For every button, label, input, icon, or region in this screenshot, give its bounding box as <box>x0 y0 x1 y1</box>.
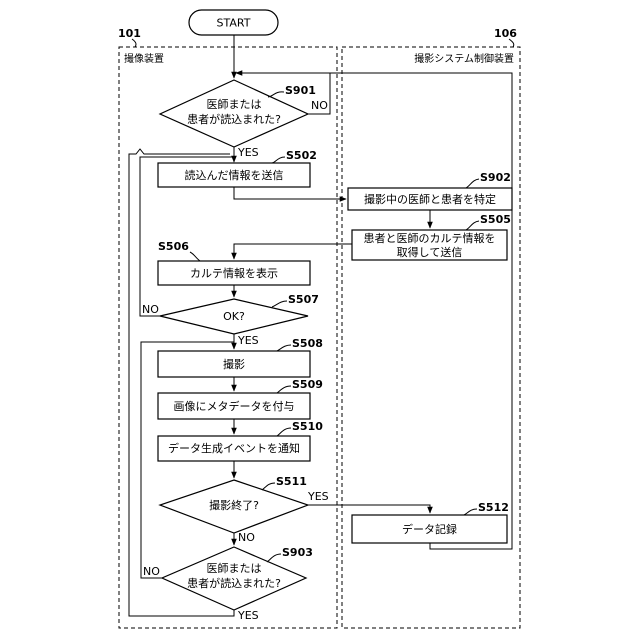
s506-step-leader <box>190 252 200 261</box>
imaging-device-title: 撮像装置 <box>124 52 164 65</box>
s903-step-leader <box>267 554 281 562</box>
s511-step: S511 <box>276 475 307 488</box>
imaging-device-ref: 101 <box>118 27 141 40</box>
s507-label: OK? <box>223 310 245 323</box>
s509-step: S509 <box>292 378 323 391</box>
s903-yes: YES <box>237 609 259 622</box>
s901-yes: YES <box>237 146 259 159</box>
s902-step-leader <box>466 179 479 188</box>
s510-step: S510 <box>292 420 323 433</box>
s511-no: NO <box>238 531 255 544</box>
s509-label: 画像にメタデータを付与 <box>174 399 295 413</box>
s505-step: S505 <box>480 213 511 226</box>
s506-label: カルテ情報を表示 <box>190 266 278 280</box>
s507-yes: YES <box>237 334 259 347</box>
s511-yes: YES <box>307 490 329 503</box>
connector-s903-yes-loop <box>129 149 234 616</box>
imaging-device-ref-leader <box>132 39 136 47</box>
s901-line1: 医師または <box>207 98 262 111</box>
s507-no: NO <box>142 303 159 316</box>
s505-line1: 患者と医師のカルテ情報を <box>364 232 496 245</box>
s512-label: データ記録 <box>402 522 457 536</box>
control-device-ref: 106 <box>494 27 517 40</box>
s507-step-leader <box>272 301 287 307</box>
s902-step: S902 <box>480 171 511 184</box>
s511-label: 撮影終了? <box>209 498 259 512</box>
s502-label: 読込んだ情報を送信 <box>185 168 284 182</box>
s508-step-leader <box>277 345 291 351</box>
s903-no: NO <box>143 565 160 578</box>
connector-s511-s512 <box>308 505 430 513</box>
s903-step: S903 <box>282 546 313 559</box>
s502-step-leader <box>272 157 285 163</box>
s510-label: データ生成イベントを通知 <box>168 441 300 455</box>
s510-step-leader <box>277 428 291 436</box>
s512-step-leader <box>464 509 477 515</box>
s901-line2: 患者が読込まれた? <box>187 112 281 126</box>
connector-s502-s902 <box>234 187 346 199</box>
s901-no: NO <box>311 99 328 112</box>
s505-step-leader <box>466 221 479 230</box>
connector-s512-return <box>330 73 512 549</box>
s502-step: S502 <box>286 149 317 162</box>
start-label: START <box>217 17 251 30</box>
s508-label: 撮影 <box>223 357 245 371</box>
s903-line2: 患者が読込まれた? <box>187 576 281 590</box>
connector-s505-s506 <box>234 244 352 259</box>
control-device-title: 撮影システム制御装置 <box>414 52 514 65</box>
control-device-ref-leader <box>509 39 514 47</box>
s511-step-leader <box>262 483 275 490</box>
s901-step-leader <box>268 92 284 97</box>
s508-step: S508 <box>292 337 323 350</box>
s507-step: S507 <box>288 293 319 306</box>
s903-line1: 医師または <box>207 562 262 575</box>
s506-step: S506 <box>158 240 189 253</box>
s902-label: 撮影中の医師と患者を特定 <box>364 192 496 206</box>
s505-line2: 取得して送信 <box>397 245 463 259</box>
s512-step: S512 <box>478 501 509 514</box>
s901-step: S901 <box>285 84 316 97</box>
s509-step-leader <box>277 386 291 393</box>
